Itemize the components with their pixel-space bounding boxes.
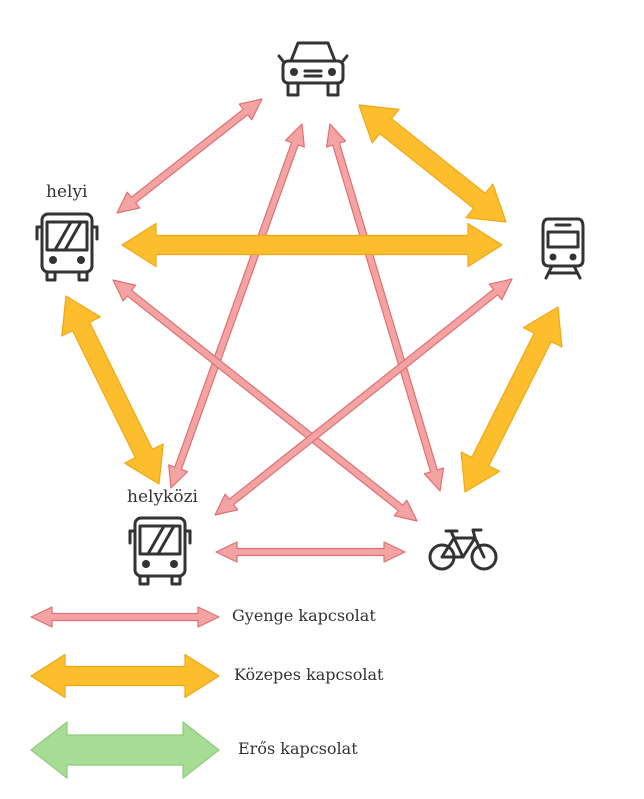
legend-label-strong: Erős kapcsolat bbox=[238, 739, 358, 758]
arrow-local-bus-bike bbox=[112, 279, 418, 522]
bicycle-icon bbox=[428, 528, 498, 571]
bus-icon bbox=[35, 212, 99, 282]
arrow-car-bike bbox=[325, 123, 445, 492]
arrow-local-bus-train bbox=[121, 222, 503, 268]
label-intercity-bus: helyközi bbox=[127, 487, 198, 507]
legend-arrow-weak bbox=[30, 606, 220, 628]
arrow-car-local-bus bbox=[116, 98, 263, 214]
connection-arrows bbox=[61, 98, 563, 563]
legend-arrow-strong bbox=[30, 721, 220, 779]
legend bbox=[30, 606, 220, 779]
arrow-car-train bbox=[358, 104, 507, 223]
arrow-intercity-bike bbox=[215, 541, 406, 563]
arrow-car-intercity bbox=[168, 123, 305, 489]
arrow-local-bus-intercity bbox=[61, 295, 164, 485]
legend-label-weak: Gyenge kapcsolat bbox=[232, 606, 376, 625]
legend-arrow-medium bbox=[30, 653, 220, 699]
arrow-train-bike bbox=[460, 306, 563, 493]
arrow-train-intercity bbox=[214, 278, 513, 516]
car-icon bbox=[277, 41, 349, 97]
label-local-bus: helyi bbox=[46, 182, 88, 202]
train-icon bbox=[541, 217, 585, 280]
legend-label-medium: Közepes kapcsolat bbox=[234, 665, 384, 684]
bus-icon bbox=[128, 516, 192, 586]
